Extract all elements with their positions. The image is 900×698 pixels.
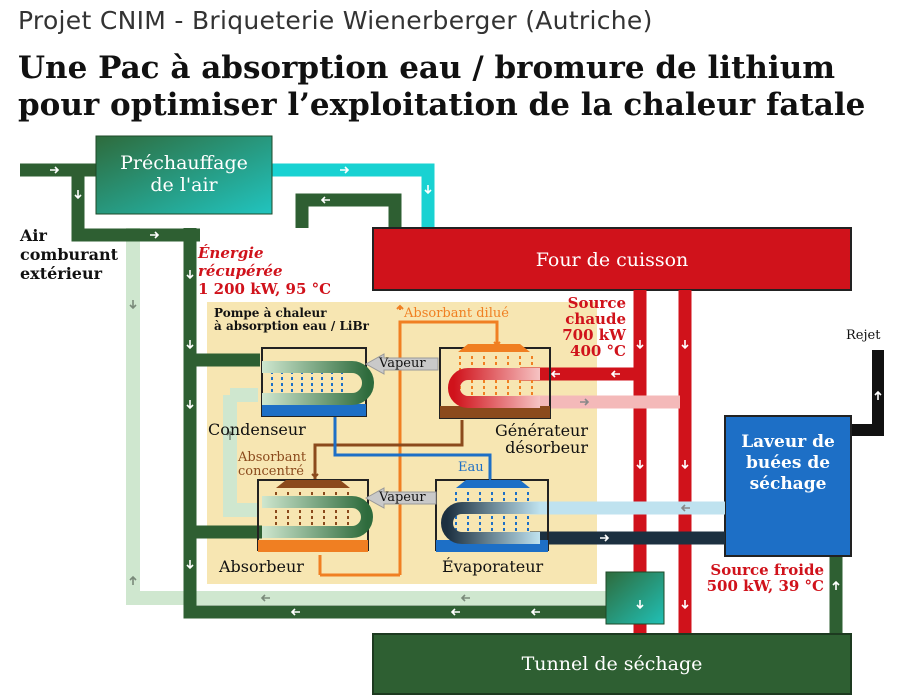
condenser-label: Condenseur (208, 420, 306, 439)
vapour-label-bottom: Vapeur (379, 490, 426, 505)
title: Projet CNIM - Briqueterie Wienerberger (… (18, 6, 653, 35)
evaporator-unit (435, 479, 549, 552)
headline: Une Pac à absorption eau / bromure de li… (18, 50, 865, 124)
hot-source-label-2: chaude (565, 310, 626, 328)
air-label: Air comburant extérieur (20, 226, 118, 283)
headline-line-1: Une Pac à absorption eau / bromure de li… (18, 50, 836, 86)
cold-source-label: Source froide 500 kW, 39 °C (700, 562, 824, 594)
absorbent-lines (313, 320, 499, 577)
flow-arrows-light (129, 300, 470, 602)
air-label-2: comburant (20, 245, 118, 264)
water-label: Eau (458, 460, 484, 475)
cold-source-label-1: Source froide (710, 561, 824, 579)
preheater-label-1: Préchauffage (120, 152, 248, 174)
hot-source-label-3: 700 kW (562, 326, 626, 344)
kiln-label: Four de cuisson (535, 249, 689, 271)
vapour-arrows (364, 353, 439, 509)
heat-pump-label-2: à absorption eau / LiBr (214, 319, 369, 333)
flow-arrows (50, 166, 882, 616)
generator-label: Générateur désorbeur (480, 422, 588, 456)
scrubber-box (724, 415, 852, 557)
energy-label: Énergie récupérée 1 200 kW, 95 °C (198, 244, 331, 298)
headline-line-2: pour optimiser l’exploitation de la chal… (18, 87, 866, 123)
air-label-3: extérieur (20, 264, 103, 283)
energy-label-1: Énergie (198, 244, 264, 262)
hot-source-label-1: Source (567, 294, 626, 312)
preheater-label: Préchauffage de l'air (96, 152, 272, 196)
energy-label-3: 1 200 kW, 95 °C (198, 280, 332, 298)
generator-label-2: désorbeur (505, 438, 588, 457)
hot-source-label: Source chaude 700 kW 400 °C (553, 295, 626, 359)
hot-source-label-4: 400 °C (570, 342, 626, 360)
kiln-box (372, 227, 852, 291)
generator-label-1: Générateur (494, 421, 588, 440)
concentrated-absorbent-label-1: Absorbant (238, 450, 307, 465)
reject-label: Rejet (846, 328, 881, 343)
heat-pump-label: Pompe à chaleur à absorption eau / LiBr (214, 307, 369, 333)
reject-pipe (850, 350, 884, 436)
evaporator-label: Évaporateur (442, 557, 544, 576)
diluted-absorbent-label: Absorbant dilué (404, 306, 509, 321)
tunnel-box (372, 633, 852, 695)
scrubber-label-1: Laveur de (741, 432, 835, 452)
heat-exchanger (605, 571, 665, 625)
line-arrows (311, 304, 501, 487)
cyan-pipe (270, 163, 435, 232)
heat-pump-label-1: Pompe à chaleur (214, 306, 327, 320)
energy-label-2: récupérée (198, 262, 283, 280)
preheater-box (95, 135, 273, 215)
concentrated-absorbent-label-2: concentré (238, 464, 304, 479)
absorber-label: Absorbeur (219, 557, 304, 576)
tunnel-label: Tunnel de séchage (521, 653, 703, 675)
cold-source-label-2: 500 kW, 39 °C (706, 577, 824, 595)
vapour-label-top: Vapeur (379, 356, 426, 371)
scrubber-label-2: buées de (745, 453, 831, 473)
absorber-unit (257, 479, 373, 552)
scrubber-label: Laveur de buées de séchage (725, 432, 851, 495)
condenser-unit (261, 347, 374, 417)
air-label-1: Air (20, 226, 47, 245)
scrubber-label-3: séchage (749, 474, 827, 494)
preheater-label-2: de l'air (150, 174, 218, 196)
concentrated-absorbent-label: Absorbant concentré (238, 451, 306, 479)
generator-unit (439, 344, 551, 419)
